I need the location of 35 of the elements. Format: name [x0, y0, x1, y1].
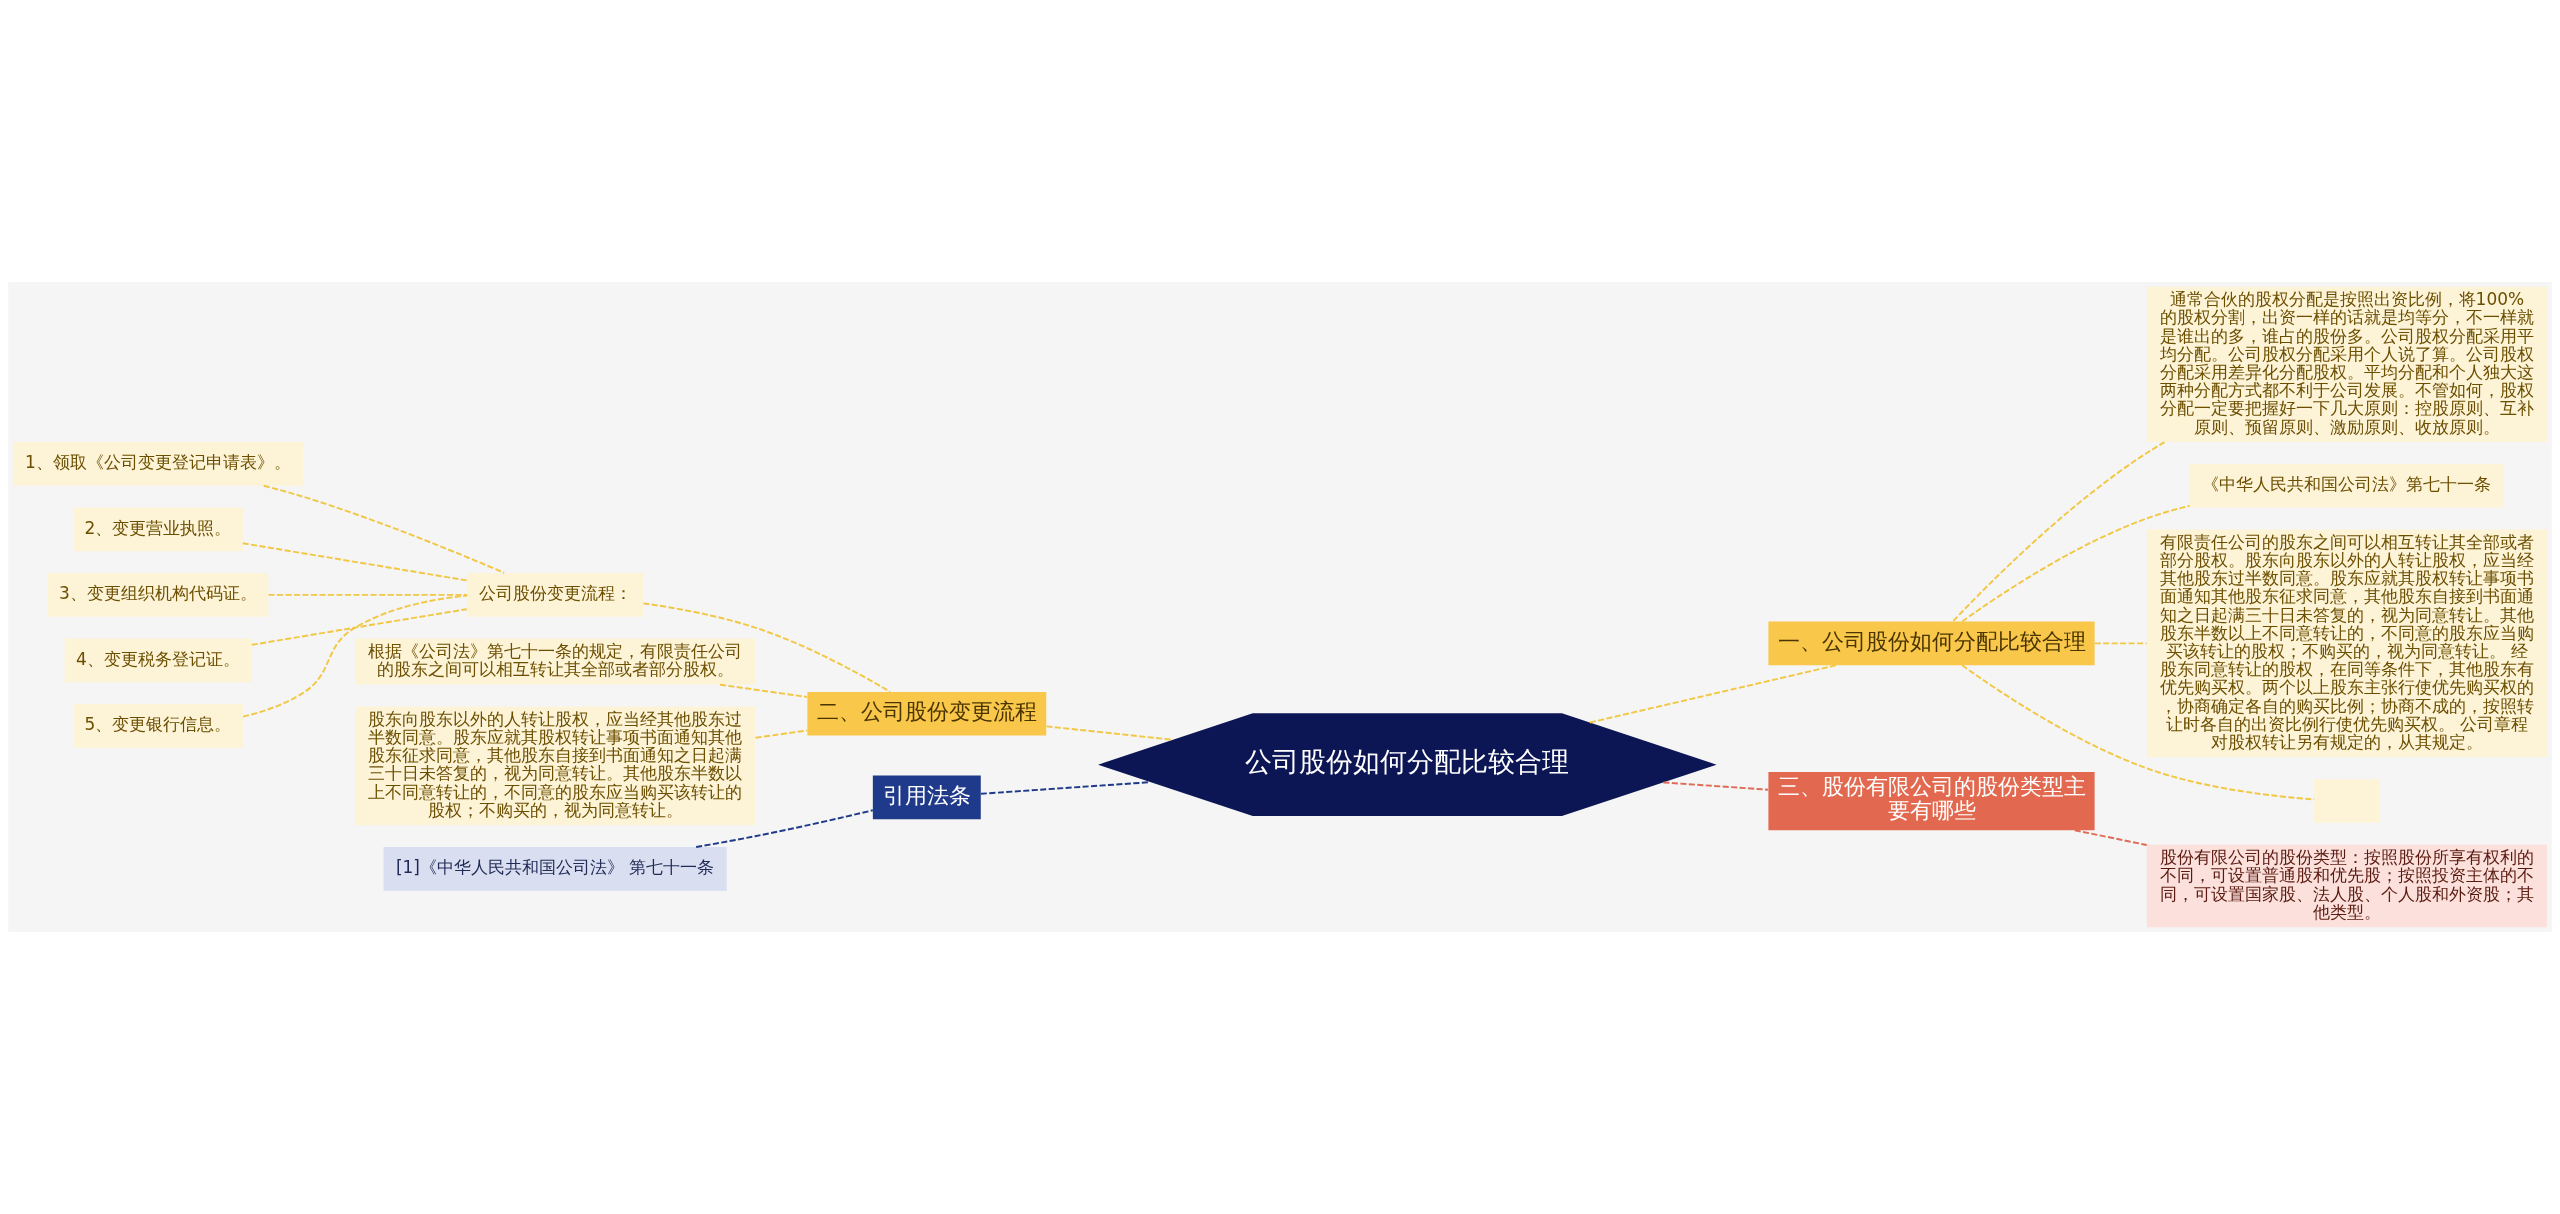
node-box: [1]《中华人民共和国公司法》 第七十一条 [383, 847, 727, 891]
node-box: 《中华人民共和国公司法》第七十一条 [2189, 463, 2504, 508]
connector [1961, 504, 2191, 623]
node-box: 三、股份有限公司的股份类型主要有哪些 [1768, 771, 2095, 831]
node-box: 根据《公司法》第七十一条的规定，有限责任公司的股东之间可以相互转让其全部或者部分股权。 [355, 638, 756, 685]
node-box: 1、领取《公司变更登记申请表》。 [13, 442, 303, 486]
node-box: 有限责任公司的股东之间可以相互转让其全部或者部分股权。股东向股东以外的人转让股权，应当经其他股东过半数同意。股东应就其股权转让事项书面通知其他股东征求同意，其他股东自接到书面通知之日起满三十日未答复的，视为同意转让。其他股东半数以上不同意转让的，不同意的股东应当购买该转让的股权；不购买的，视为同意转让。 经股东同意转让的股权，在同等条件下，其他股东有优先购买权。两个以上股东主张行使优先购买权的，协商确定各自的购买比例；协商不成的，按照转让时各自的出资比例行使优先购买权。 公司章程对股权转让另有规定的，从其规定。 [2146, 529, 2547, 758]
connector [267, 593, 469, 596]
connector [242, 594, 468, 718]
connector [1952, 441, 2166, 622]
connector [754, 729, 808, 739]
node-box: 一、公司股份如何分配比较合理 [1768, 621, 2095, 666]
node-box: 通常合伙的股权分配是按照出资比例，将100%的股权分割，出资一样的话就是均等分，不一样就是谁出的多，谁占的股份多。公司股权分配采用平均分配。公司股权分配采用个人说了算。公司股权分配采用差异化分配股权。平均分配和个人独大这两种分配方式都不利于公司发展。不管如何，股权分配一定要把握好一下几大原则：控股原则、互补原则、预留原则、激励原则、收放原则。 [2146, 286, 2547, 443]
node-box: 公司股份变更流程： [467, 573, 644, 617]
connector [1045, 725, 1174, 741]
node-box: 3、变更组织机构代码证。 [47, 573, 269, 617]
node-box: 二、公司股份变更流程 [807, 691, 1047, 736]
node-box [2314, 779, 2380, 823]
connector [718, 683, 808, 698]
node-box: 股份有限公司的股份类型：按照股份所享有权利的不同，可设置普通股和优先股；按照投资主体的不同，可设置国家股、法人股、个人股和外资股；其他类型。 [2146, 844, 2547, 928]
connector [1961, 664, 2316, 801]
node-box: 2、变更营业执照。 [73, 507, 243, 552]
connector [2073, 829, 2148, 846]
connector [695, 809, 874, 848]
node-box: 引用法条 [872, 775, 981, 820]
connector [241, 542, 468, 582]
connector [1662, 781, 1770, 791]
connector [2093, 642, 2148, 645]
connector [250, 608, 468, 646]
node-box: 4、变更税务登记证。 [64, 638, 252, 683]
connector [262, 484, 506, 574]
connector [1588, 664, 1838, 724]
node-box: 5、变更银行信息。 [73, 704, 243, 748]
node-box: 股东向股东以外的人转让股权，应当经其他股东过半数同意。股东应就其股权转让事项书面通知其他股东征求同意，其他股东自接到书面通知之日起满三十日未答复的，视为同意转让。其他股东半数以上不同意转让的，不同意的股东应当购买该转让的股权；不购买的，视为同意转让。 [355, 706, 756, 826]
connector [642, 602, 892, 693]
